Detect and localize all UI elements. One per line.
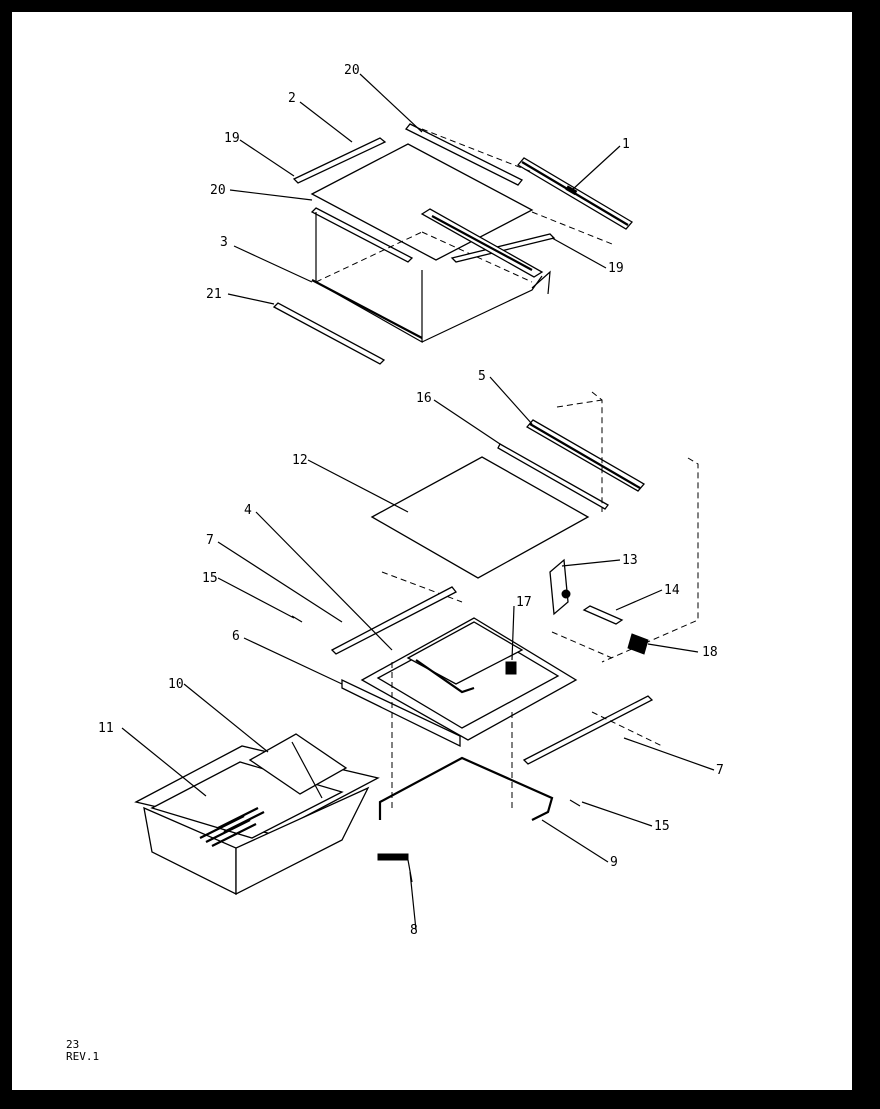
part-label-2: 2 xyxy=(288,91,296,106)
part-label-21: 21 xyxy=(206,287,222,302)
part-labels: 20 2 19 1 20 3 19 21 5 16 12 4 7 15 13 17 14 6 18 10 11 7 15 9 8 xyxy=(98,63,724,938)
part-2-glass-shelf xyxy=(310,143,534,261)
footer-page-number: 23 xyxy=(66,1038,79,1051)
inner-rail xyxy=(420,208,544,278)
part-label-6: 6 xyxy=(232,629,240,644)
part-20-top-trim xyxy=(404,123,524,186)
part-17-clip xyxy=(505,661,517,675)
part-7-left-runner xyxy=(330,586,458,655)
part-5-rail xyxy=(525,419,646,492)
part-label-9: 9 xyxy=(610,855,618,870)
part-label-11: 11 xyxy=(98,721,114,736)
part-20-side-trim xyxy=(310,207,414,263)
part-label-1: 1 xyxy=(622,137,630,152)
crisper-cover-assembly xyxy=(291,391,699,807)
crisper-drawer-assembly xyxy=(134,662,554,896)
part-1-rear-rail xyxy=(517,157,633,230)
exploded-parts-diagram: 20 2 19 1 20 3 19 21 5 16 12 4 7 15 13 17 14 6 18 10 11 7 15 9 8… xyxy=(66,63,724,1063)
projection-lines xyxy=(381,391,699,663)
part-label-20: 20 xyxy=(344,63,360,78)
part-label-20: 20 xyxy=(210,183,226,198)
part-7-right-runner xyxy=(522,695,654,765)
part-label-10: 10 xyxy=(168,677,184,692)
part-12-glass-cover xyxy=(370,456,590,579)
part-13-hinge xyxy=(549,558,571,616)
part-3-front-rail xyxy=(311,279,423,339)
part-label-8: 8 xyxy=(410,923,418,938)
part-10-divider xyxy=(248,733,348,799)
part-label-3: 3 xyxy=(220,235,228,250)
part-19-left-trim xyxy=(292,137,387,184)
part-label-18: 18 xyxy=(702,645,718,660)
upper-shelf-assembly xyxy=(272,123,633,365)
part-label-4: 4 xyxy=(244,503,252,518)
part-21-bottom-trim xyxy=(272,302,386,365)
part-8-bracket xyxy=(377,853,409,861)
part-label-5: 5 xyxy=(478,369,486,384)
leader-lines xyxy=(121,73,715,931)
part-label-16: 16 xyxy=(416,391,432,406)
part-label-12: 12 xyxy=(292,453,308,468)
part-label-17: 17 xyxy=(516,595,532,610)
part-9-wire-support xyxy=(378,756,554,821)
part-16-strip xyxy=(497,443,609,510)
part-label-14: 14 xyxy=(664,583,680,598)
shelf-frame-box xyxy=(315,128,613,344)
part-label-19: 19 xyxy=(224,131,240,146)
part-18-latch xyxy=(627,633,649,655)
part-15-screw-right xyxy=(569,799,581,807)
part-label-15: 15 xyxy=(202,571,218,586)
part-label-7: 7 xyxy=(206,533,214,548)
part-19-right-trim xyxy=(450,233,556,263)
drawer-vent-grid xyxy=(199,807,265,847)
part-label-7: 7 xyxy=(716,763,724,778)
footer-revision: REV.1 xyxy=(66,1050,99,1063)
part-label-13: 13 xyxy=(622,553,638,568)
part-label-15: 15 xyxy=(654,819,670,834)
part-14-lever xyxy=(582,605,624,625)
part-label-19: 19 xyxy=(608,261,624,276)
part-15-screw-left xyxy=(291,615,303,623)
part-4-cover-frame xyxy=(360,617,578,741)
diagram-frame: 20 2 19 1 20 3 19 21 5 16 12 4 7 15 13 17 14 6 18 10 11 7 15 9 8… xyxy=(12,12,852,1090)
